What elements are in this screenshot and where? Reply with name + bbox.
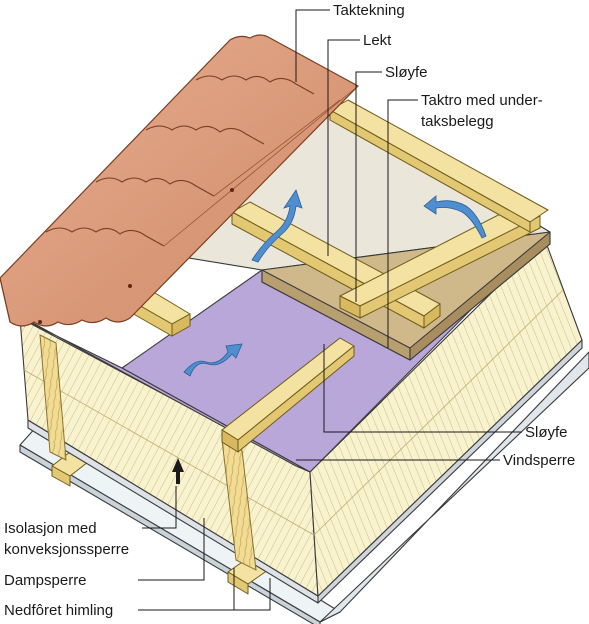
label-isolasjon-line1: Isolasjon med [4,520,97,537]
label-himling: Nedfôret himling [4,602,113,619]
label-sloyfe-right: Sløyfe [525,424,568,441]
leader-lines [138,9,522,611]
label-sloyfe-top: Sløyfe [385,64,428,81]
roof-tiles [0,34,359,327]
label-vindsperre: Vindsperre [503,452,575,469]
label-lekt: Lekt [363,32,392,49]
air-flow-arrow-icon [172,458,184,484]
label-taktro-line2: taksbelegg [421,113,494,130]
air-flow-arrow-icon [423,195,487,239]
counter-batten-upper [339,203,541,319]
label-taktekning: Taktekning [333,2,405,19]
label-taktro-line1: Taktro med under- [421,92,543,109]
rafter-left [39,334,67,461]
label-isolasjon-line2: konveksjonssperre [4,541,129,558]
air-flow-arrow-icon [251,189,303,263]
label-dampsperre: Dampsperre [4,572,87,589]
batten-rear [329,99,549,233]
counter-batten-lower [221,337,355,453]
air-flow-arrow-icon [183,343,243,377]
